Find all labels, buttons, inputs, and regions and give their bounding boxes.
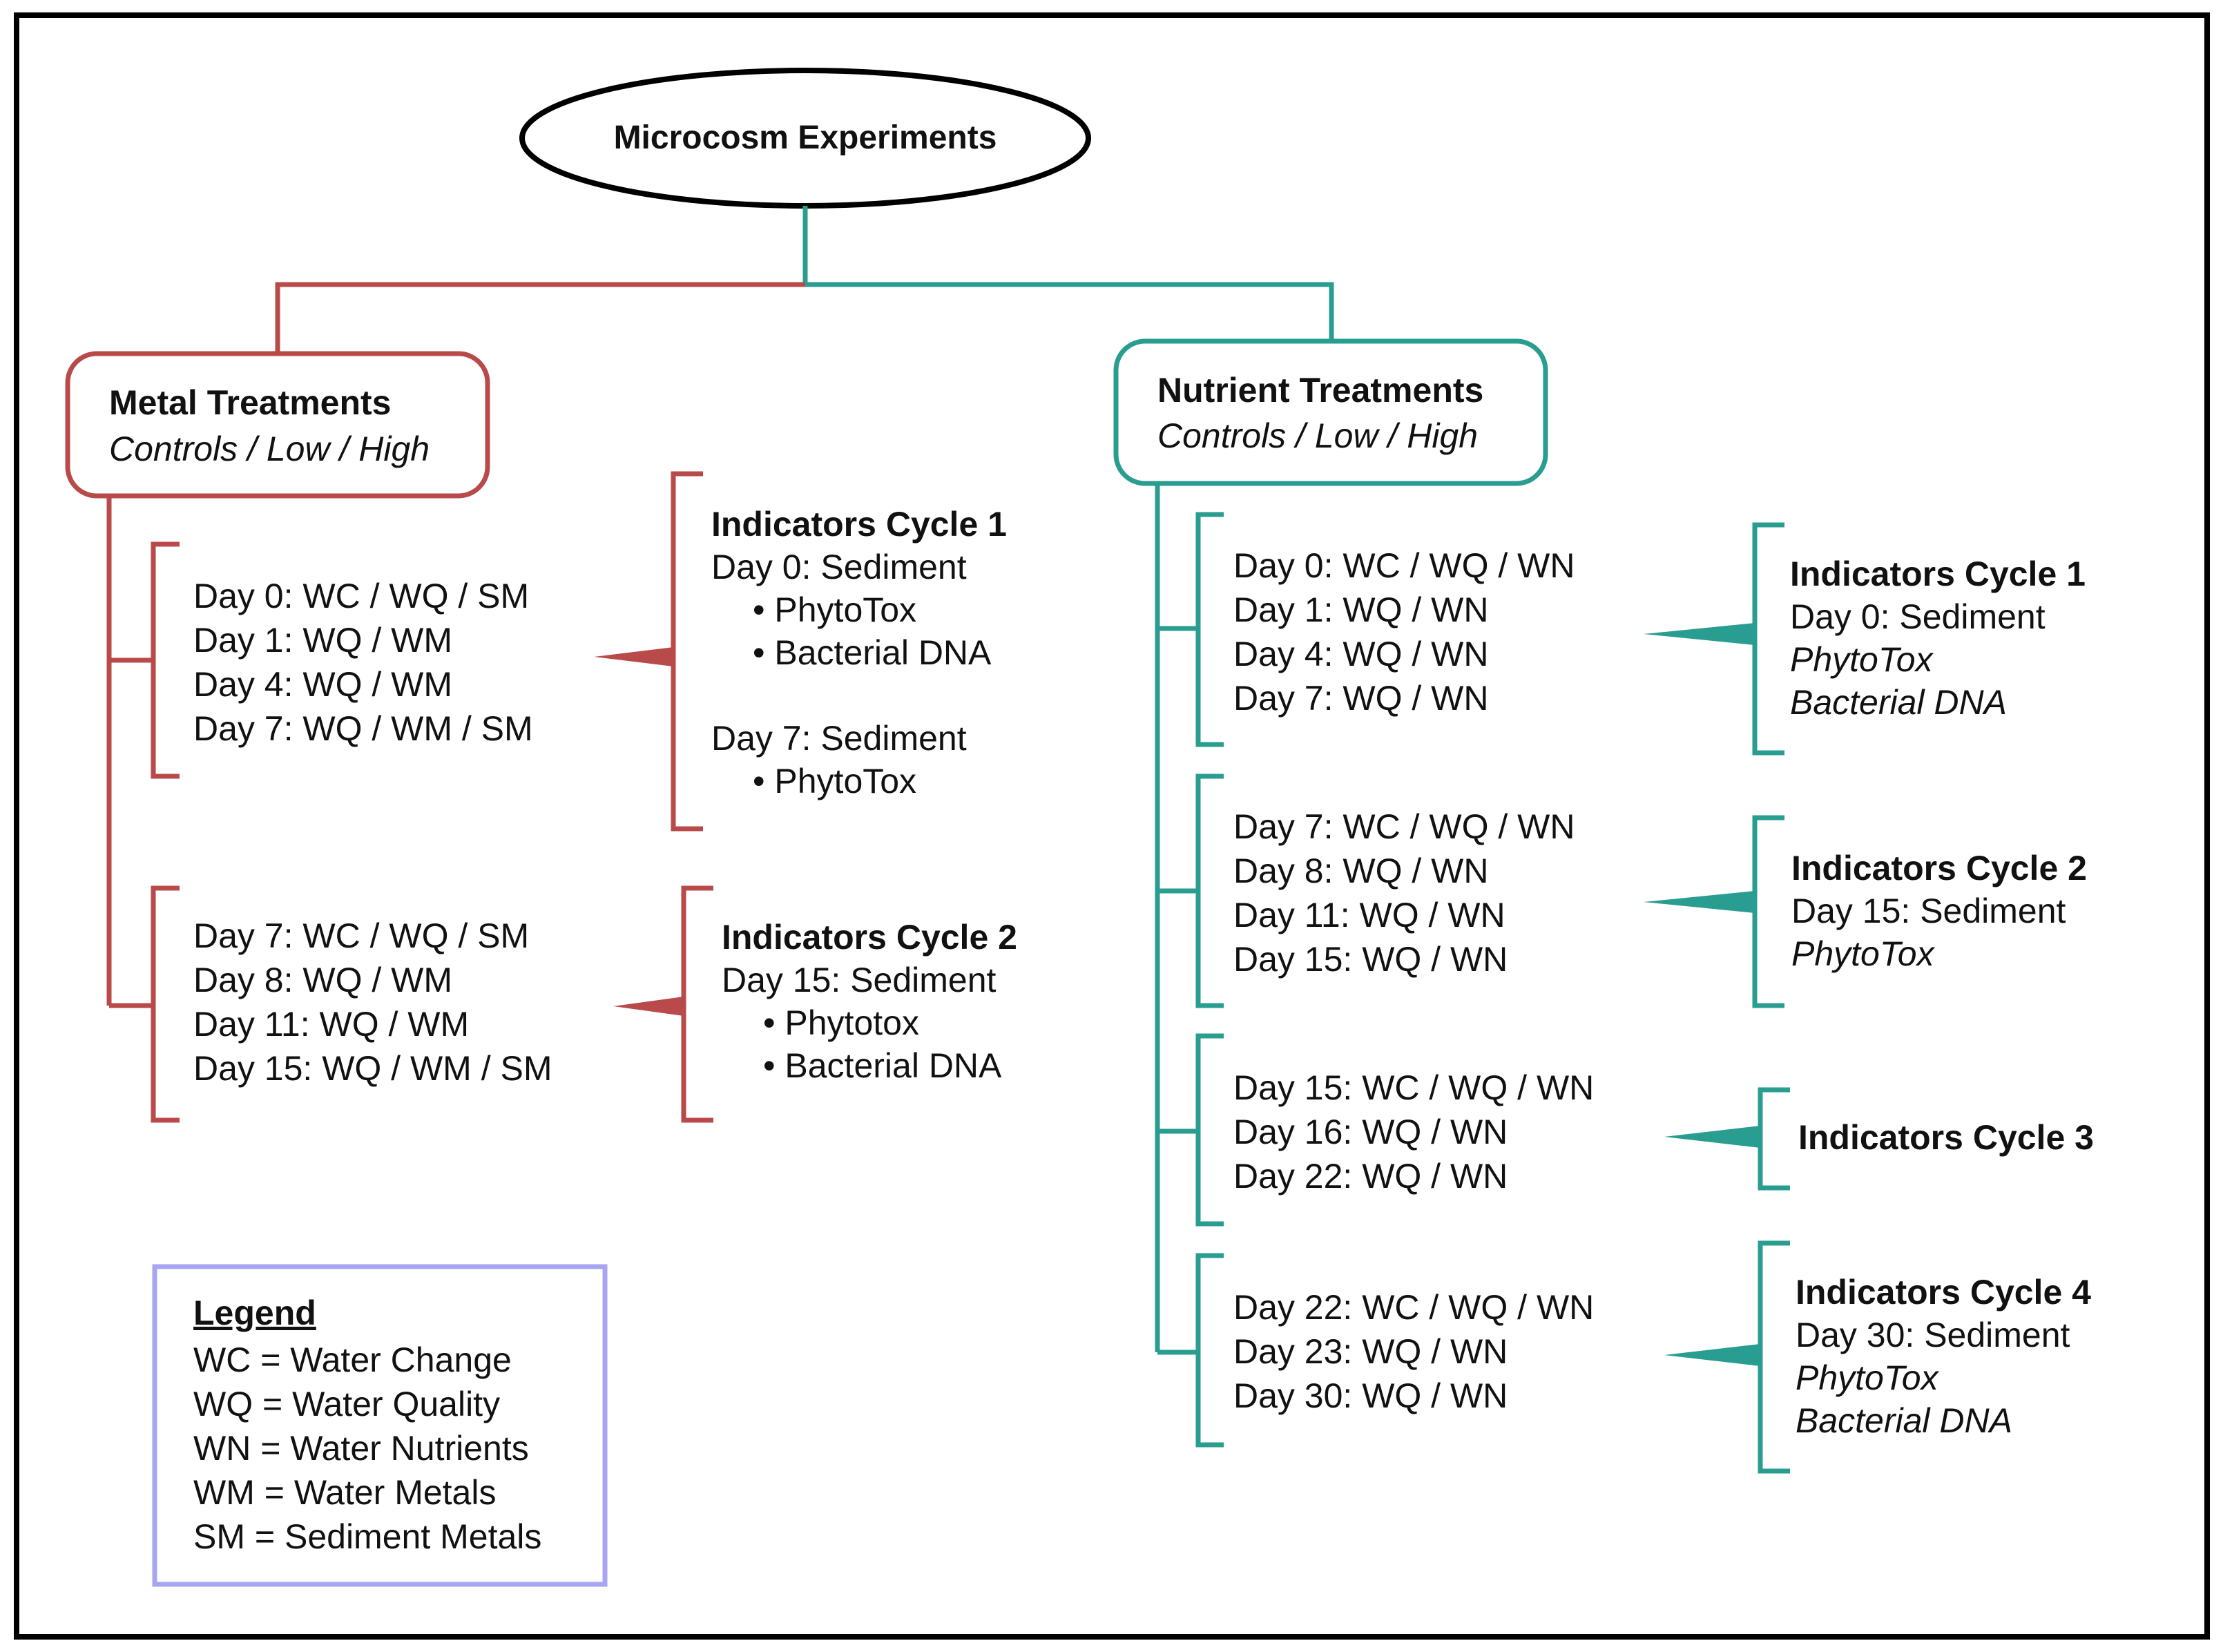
root-node: Microcosm Experiments [519,68,1091,209]
metal-arrows [594,647,684,1016]
metal-treatments-box [65,351,490,499]
indicator-title: Indicators Cycle 1 [1790,555,2086,593]
indicator-line: • Bacterial DNA [753,633,992,672]
indicator-line: Day 15: Sediment [1791,892,2066,930]
schedule-line: Day 11: WQ / WM [193,1005,469,1044]
indicator-line: Day 30: Sediment [1796,1316,2070,1354]
schedule-line: Day 22: WQ / WN [1233,1157,1508,1195]
legend-item: WC = Water Change [193,1341,512,1379]
indicator-line: Day 7: Sediment [711,719,967,758]
schedule-line: Day 0: WC / WQ / SM [193,577,529,615]
metal-bracket-1 [151,541,180,779]
schedule-line: Day 7: WC / WQ / SM [193,916,529,955]
indicator-title: Indicators Cycle 2 [722,918,1017,957]
metal-group-1-lines: Day 0: WC / WQ / SM Day 1: WQ / WM Day 4… [193,577,533,748]
indicator-line: PhytoTox [1790,640,1934,679]
root-connectors [275,206,1334,354]
legend-item: SM = Sediment Metals [193,1517,541,1556]
nutrient-indicator-3: Indicators Cycle 3 [1798,1118,2094,1157]
schedule-line: Day 0: WC / WQ / WN [1233,546,1575,585]
schedule-line: Day 11: WQ / WN [1233,896,1505,934]
indicator-title: Indicators Cycle 2 [1791,849,2087,887]
nutrient-group-2-lines: Day 7: WC / WQ / WN Day 8: WQ / WN Day 1… [1233,807,1575,979]
metal-treatments-title: Metal Treatments [109,383,391,422]
metal-treatments-subtitle: Controls / Low / High [109,430,430,468]
nutrient-treatments-title: Nutrient Treatments [1157,371,1483,410]
metal-arrow-1 [594,647,673,666]
metal-indicator-bracket-1 [671,471,703,832]
schedule-line: Day 15: WQ / WM / SM [193,1049,552,1088]
schedule-line: Day 4: WQ / WN [1233,635,1488,673]
indicator-line: Day 0: Sediment [711,548,967,586]
nutrient-indicator-bracket-2 [1752,815,1784,1008]
nutrient-indicator-2: Indicators Cycle 2 Day 15: Sediment Phyt… [1791,849,2087,973]
indicator-title: Indicators Cycle 1 [711,505,1007,544]
metal-indicator-2: Indicators Cycle 2 Day 15: Sediment • Ph… [722,918,1017,1085]
nutrient-bracket-4 [1195,1253,1224,1448]
nutrient-branch [805,282,1334,341]
indicator-line: PhytoTox [1791,934,1936,973]
metal-group-2-lines: Day 7: WC / WQ / SM Day 8: WQ / WM Day 1… [193,916,552,1088]
schedule-line: Day 30: WQ / WN [1233,1376,1508,1415]
nutrient-indicator-4: Indicators Cycle 4 Day 30: Sediment Phyt… [1796,1273,2091,1440]
metal-arrow-2 [613,997,684,1016]
legend-title: Legend [193,1294,316,1332]
schedule-line: Day 23: WQ / WN [1233,1332,1508,1371]
nutrient-arrow-2 [1644,891,1755,913]
indicator-line: PhytoTox [1796,1358,1940,1397]
nutrient-arrow-4 [1664,1344,1760,1366]
metal-treatments-node: Metal Treatments Controls / Low / High [65,351,490,499]
schedule-line: Day 8: WQ / WM [193,961,452,999]
metal-branch [275,282,805,354]
metal-indicator-bracket-2 [681,885,713,1123]
nutrient-indicator-bracket-1 [1752,522,1784,756]
nutrient-treatments-subtitle: Controls / Low / High [1157,416,1478,455]
nutrient-treatments-box [1113,338,1548,486]
nutrient-indicator-bracket-4 [1758,1240,1790,1474]
nutrient-group-1-lines: Day 0: WC / WQ / WN Day 1: WQ / WN Day 4… [1233,546,1575,718]
legend-item: WN = Water Nutrients [193,1429,529,1468]
outer-frame [14,12,2210,1640]
nutrient-arrow-3 [1664,1126,1760,1148]
schedule-line: Day 15: WC / WQ / WN [1233,1068,1594,1107]
schedule-line: Day 8: WQ / WN [1233,852,1488,890]
indicator-line: • PhytoTox [753,590,916,629]
legend-item: WM = Water Metals [193,1473,496,1512]
nutrient-bracket-1 [1195,512,1224,747]
schedule-line: Day 15: WQ / WN [1233,940,1508,979]
nutrient-treatments-node: Nutrient Treatments Controls / Low / Hig… [1113,338,1548,486]
legend-item: WQ = Water Quality [193,1385,500,1423]
indicator-line: • PhytoTox [753,762,916,800]
indicator-line: Day 15: Sediment [722,961,997,999]
indicator-title: Indicators Cycle 4 [1796,1273,2091,1312]
indicator-line: • Phytotox [763,1003,919,1042]
root-label: Microcosm Experiments [614,119,997,156]
schedule-line: Day 4: WQ / WM [193,665,452,704]
metal-bracket-2 [151,885,180,1123]
nutrient-indicator-1: Indicators Cycle 1 Day 0: Sediment Phyto… [1790,555,2086,722]
nutrient-group-3-lines: Day 15: WC / WQ / WN Day 16: WQ / WN Day… [1233,1068,1594,1195]
legend: Legend WC = Water Change WQ = Water Qual… [152,1264,608,1587]
nutrient-arrows [1644,623,1760,1366]
nutrient-arrow-1 [1644,623,1755,645]
schedule-line: Day 1: WQ / WM [193,621,452,660]
schedule-line: Day 16: WQ / WN [1233,1113,1508,1151]
indicator-title: Indicators Cycle 3 [1798,1118,2094,1157]
indicator-line: Bacterial DNA [1796,1401,2012,1440]
schedule-line: Day 7: WC / WQ / WN [1233,807,1575,846]
schedule-line: Day 1: WQ / WN [1233,590,1488,629]
indicator-line: Day 0: Sediment [1790,597,2046,636]
nutrient-indicator-bracket-3 [1758,1087,1790,1191]
nutrient-group-4-lines: Day 22: WC / WQ / WN Day 23: WQ / WN Day… [1233,1288,1594,1415]
metal-indicator-1: Indicators Cycle 1 Day 0: Sediment • Phy… [711,505,1007,800]
nutrient-bracket-2 [1195,774,1224,1008]
legend-box [152,1264,608,1587]
indicator-line: • Bacterial DNA [763,1046,1002,1085]
nutrient-bracket-3 [1195,1033,1224,1227]
schedule-line: Day 7: WQ / WN [1233,679,1488,718]
indicator-line: Bacterial DNA [1790,683,2007,722]
schedule-line: Day 22: WC / WQ / WN [1233,1288,1594,1327]
schedule-line: Day 7: WQ / WM / SM [193,709,533,748]
